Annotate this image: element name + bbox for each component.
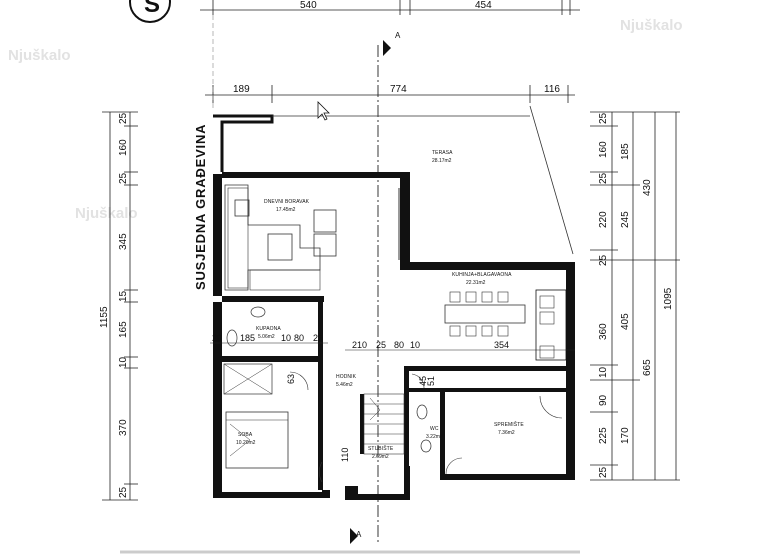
left-dimension-lines: 25 160 25 345 15 165 10 370 25 1155 <box>99 111 138 501</box>
room-area-soba: 10.20m2 <box>236 440 256 446</box>
left-dim-160: 160 <box>118 139 129 156</box>
left-dim-370: 370 <box>118 419 129 436</box>
right-dim-25d: 25 <box>598 466 609 478</box>
section-marker-bottom: A <box>356 530 362 539</box>
interior-dim-80a: 80 <box>294 333 304 343</box>
dimension-774: 774 <box>390 84 407 95</box>
interior-dim-45: 45 <box>418 376 428 386</box>
right-dim-10: 10 <box>598 366 609 378</box>
interior-dim-110: 110 <box>340 448 350 462</box>
dimension-189: 189 <box>233 84 250 95</box>
left-dim-25a: 25 <box>118 112 129 124</box>
interior-dimensions-misc: 63 45 51 110 <box>286 374 436 462</box>
section-line-a: A A <box>350 31 401 545</box>
room-name-terasa: TERASA <box>432 150 453 156</box>
bathroom-fixtures <box>223 306 432 453</box>
right-dimension-lines: 25 160 25 220 25 360 10 90 225 25 185 24… <box>590 111 680 481</box>
right-dim-430: 430 <box>642 179 653 196</box>
stairs <box>363 393 405 455</box>
dining-table <box>444 291 555 359</box>
right-dim-405: 405 <box>620 313 631 330</box>
right-dim-160: 160 <box>598 141 609 158</box>
interior-dim-10b: 10 <box>410 340 420 350</box>
right-dim-245: 245 <box>620 211 631 228</box>
right-dim-90: 90 <box>598 394 609 406</box>
interior-dim-20: 20 <box>212 333 222 343</box>
right-dim-225: 225 <box>598 427 609 444</box>
interior-dim-80b: 80 <box>394 340 404 350</box>
room-name-kupaona: KUPAONA <box>256 326 281 332</box>
interior-dim-185: 185 <box>240 333 255 343</box>
second-dimension-line: 189 774 116 <box>205 84 575 103</box>
dimension-116: 116 <box>544 84 560 95</box>
interior-dimensions-left: 20 185 10 80 25 <box>210 333 328 344</box>
interior-dim-10a: 10 <box>281 333 291 343</box>
right-dim-25c: 25 <box>598 254 609 266</box>
interior-dimensions-right: 210 25 80 10 354 <box>345 340 575 351</box>
right-dim-185: 185 <box>620 143 631 160</box>
watermark: Njuškalo <box>75 205 138 222</box>
room-area-dnevni: 17.45m2 <box>276 207 296 213</box>
right-dim-665: 665 <box>642 359 653 376</box>
left-dim-165: 165 <box>118 321 129 338</box>
right-dim-360: 360 <box>598 323 609 340</box>
door-swings <box>289 371 563 483</box>
left-dim-15: 15 <box>118 290 129 302</box>
left-total-1155: 1155 <box>99 306 110 328</box>
room-name-soba: SOBA <box>238 432 253 438</box>
room-name-stubiste: STUBIŠTE <box>368 445 394 452</box>
top-dimension-454: 454 <box>475 0 492 11</box>
neighbor-building-label: SUSJEDNA GRAĐEVINA <box>193 124 208 290</box>
room-area-kuhinja: 22.31m2 <box>466 280 486 286</box>
top-dimension-line: 540 454 <box>200 0 580 15</box>
interior-dim-354: 354 <box>494 340 509 350</box>
room-area-spremiste: 7.36m2 <box>498 430 515 436</box>
right-dim-25a: 25 <box>598 112 609 124</box>
interior-dim-63: 63 <box>286 374 296 384</box>
interior-dim-210: 210 <box>352 340 367 350</box>
interior-dim-25a: 25 <box>313 333 323 343</box>
interior-walls <box>222 289 574 490</box>
watermark: Njuškalo <box>620 17 683 34</box>
mouse-cursor-icon <box>317 101 330 121</box>
watermark: Njuškalo <box>8 47 71 64</box>
right-total-1095: 1095 <box>663 287 674 310</box>
right-dim-170: 170 <box>620 427 631 444</box>
bed <box>225 411 289 469</box>
left-dim-25c: 25 <box>118 486 129 498</box>
room-area-terasa: 28.17m2 <box>432 158 452 164</box>
room-area-kupaona: 5.06m2 <box>258 334 275 340</box>
compass-label: S <box>144 0 160 18</box>
section-marker-top: A <box>395 31 401 40</box>
room-name-hodnik: HODNIK <box>336 374 357 380</box>
room-name-wc: WC <box>430 426 439 432</box>
right-dim-25b: 25 <box>598 172 609 184</box>
room-area-wc: 3.22m2 <box>426 434 443 440</box>
interior-dim-51: 51 <box>426 376 436 386</box>
room-name-kuhinja: KUHINJA+BLAGAVAONA <box>452 272 512 278</box>
living-room-furniture <box>224 184 400 291</box>
room-area-stubiste: 2.69m2 <box>372 454 389 460</box>
north-compass-icon: S <box>129 0 171 23</box>
room-area-hodnik: 5.46m2 <box>336 382 353 388</box>
terrace-outline <box>213 105 574 255</box>
top-dimension-540: 540 <box>300 0 317 11</box>
right-dim-220: 220 <box>598 211 609 228</box>
left-dim-345: 345 <box>118 233 129 250</box>
interior-dim-25b: 25 <box>376 340 386 350</box>
left-dim-25b: 25 <box>118 172 129 184</box>
room-name-spremiste: SPREMIŠTE <box>494 421 524 428</box>
room-name-dnevni: DNEVNI BORAVAK <box>264 199 310 205</box>
left-dim-10: 10 <box>118 356 129 368</box>
